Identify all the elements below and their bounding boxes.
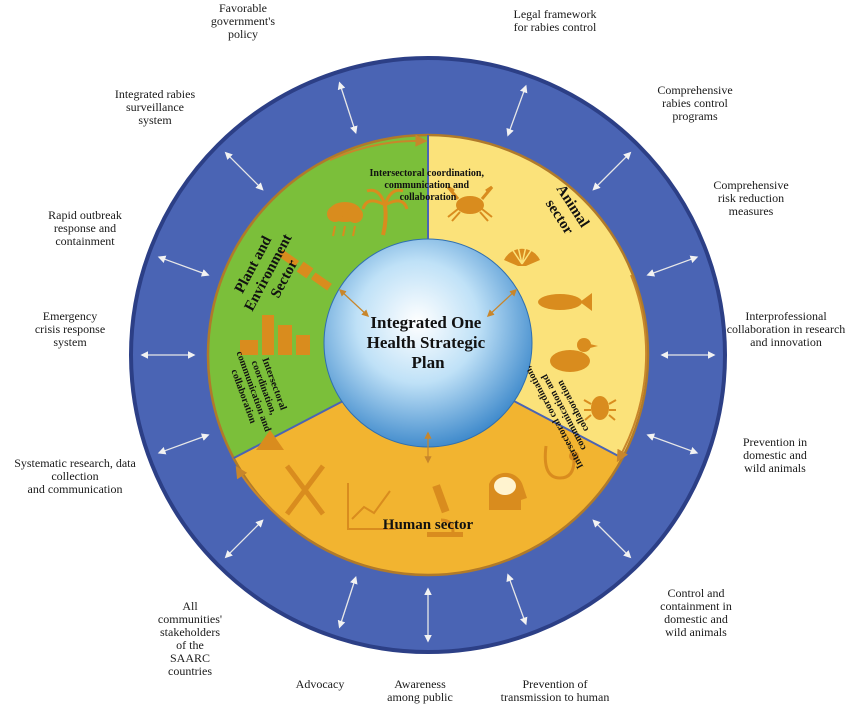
- label-emergency-response: Emergency crisis response system: [34, 309, 106, 349]
- coordination-top: Intersectoral coordination, communicatio…: [370, 168, 487, 203]
- ring-arrow-4: [592, 151, 632, 191]
- ring-arrow-3: [224, 151, 264, 191]
- cycle-arrow-human-to-plant: [235, 465, 291, 526]
- center-title-line-3: Plan: [411, 353, 445, 372]
- ring-arrow-5: [157, 255, 210, 277]
- mountain-icon: [256, 430, 284, 450]
- label-stakeholders: All communities' stakeholders of the SAA…: [157, 599, 223, 678]
- fish-icon: [538, 293, 592, 311]
- center-arrows: [338, 289, 518, 464]
- label-legal-framework: Legal framework for rabies control: [513, 7, 597, 34]
- ring-arrow-6: [646, 255, 699, 277]
- fork-knife-icon: [285, 464, 325, 516]
- label-interprofessional: Interprofessional collaboration in resea…: [726, 309, 846, 349]
- ring-arrows: [140, 81, 716, 643]
- coordination-left: Intersectoral coordination, communicatio…: [223, 342, 294, 439]
- factory-icon: [240, 315, 310, 355]
- label-risk-reduction: Comprehensive risk reduction measures: [713, 178, 789, 218]
- label-prevention-human: Prevention of transmission to human: [500, 677, 610, 704]
- human-sector: [233, 355, 623, 576]
- sector-divider-left: [233, 399, 346, 459]
- label-surveillance: Integrated rabies surveillance system: [114, 87, 196, 127]
- cycle-arrow-animal-to-human: [616, 274, 648, 463]
- microscope-icon: [427, 484, 463, 537]
- label-outbreak-response: Rapid outbreak response and containment: [48, 208, 122, 248]
- palm-tree-icon: [361, 188, 409, 236]
- ring-arrow-12: [592, 519, 632, 559]
- ring-arrow-13: [337, 576, 358, 629]
- human-sector-title: Human sector: [383, 517, 474, 533]
- duck-icon: [550, 338, 598, 372]
- arrow-center-plant: [338, 289, 370, 317]
- label-systematic-research: Systematic research, data collection and…: [14, 456, 136, 496]
- ring-arrow-1: [337, 81, 358, 134]
- label-favorable-policy: Favorable government's policy: [210, 1, 276, 41]
- sector-divider-right: [511, 399, 623, 459]
- label-advocacy: Advocacy: [295, 677, 345, 691]
- label-awareness: Awareness among public: [387, 677, 453, 704]
- ring-arrow-9: [157, 433, 210, 455]
- label-control-containment: Control and containment in domestic and …: [660, 586, 732, 639]
- stethoscope-icon: [543, 445, 579, 480]
- crab-icon: [446, 185, 494, 222]
- beetle-icon: [583, 396, 617, 421]
- ring-arrow-11: [224, 519, 264, 559]
- arrow-center-animal: [486, 289, 518, 317]
- cloud-rain-icon: [327, 202, 363, 237]
- ring-arrow-10: [646, 433, 699, 455]
- label-prevention-animals: Prevention in domestic and wild animals: [742, 435, 808, 475]
- chart-icon: [347, 483, 396, 530]
- ring-arrow-15: [506, 573, 528, 626]
- ring-arrow-2: [506, 84, 528, 137]
- brain-head-icon: [489, 472, 527, 510]
- sector-cycle-arrows: [235, 134, 648, 526]
- label-control-programs: Comprehensive rabies control programs: [657, 83, 733, 123]
- center-title-line-2: Health Strategic: [367, 333, 486, 352]
- satellite-icon: [278, 249, 332, 291]
- cycle-arrow-plant-to-animal: [329, 134, 428, 161]
- center-title-line-1: Integrated One: [370, 313, 481, 332]
- shell-icon: [504, 241, 540, 266]
- center-title: Integrated One Health Strategic Plan: [367, 313, 490, 372]
- sector-icons: [240, 185, 617, 537]
